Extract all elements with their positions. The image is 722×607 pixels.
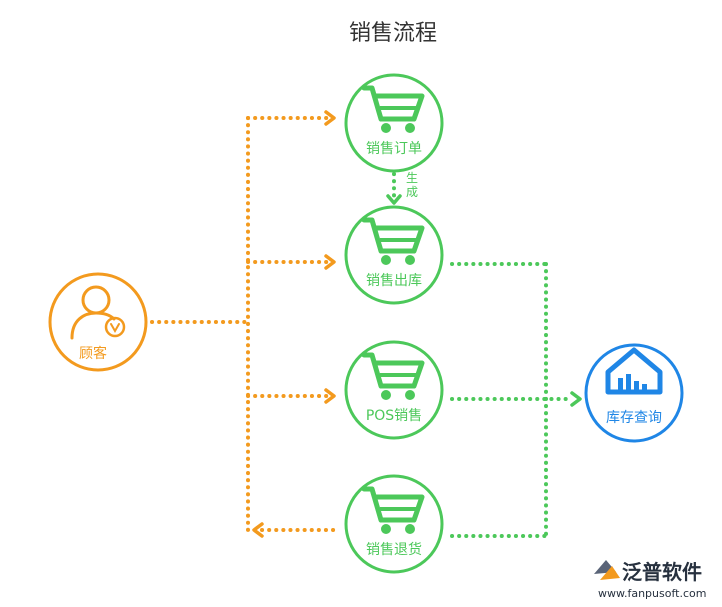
- arrowhead-to-sales-outbound: [386, 194, 402, 205]
- node-inventory-query: 库存查询: [584, 343, 684, 443]
- node-sales-return: 销售退货: [344, 474, 444, 574]
- customer-icon: [70, 285, 126, 340]
- node-pos-sales: POS销售: [344, 340, 444, 440]
- node-label-inventory-query: 库存查询: [606, 410, 662, 426]
- edge-label-generate-1: 生: [406, 171, 418, 185]
- node-customer: 顾客: [48, 272, 148, 372]
- arrowhead-to-inventory: [570, 391, 582, 407]
- brand-logo: 泛普软件 www.fanpusoft.com: [594, 560, 706, 600]
- warehouse-icon: [605, 347, 663, 395]
- orange-arrowheads: [252, 110, 336, 538]
- logo-mark-icon: [594, 560, 620, 580]
- green-arrowheads: [386, 194, 582, 407]
- arrowhead-to-pos-sales: [324, 388, 336, 404]
- node-label-sales-return: 销售退货: [366, 541, 422, 558]
- node-label-customer: 顾客: [79, 345, 107, 362]
- green-connectors: [392, 172, 572, 538]
- arrowhead-to-sales-outbound: [324, 254, 336, 270]
- arrowhead-to-sales-order: [324, 110, 336, 126]
- logo-url: www.fanpusoft.com: [598, 587, 706, 600]
- node-label-sales-order: 销售订单: [366, 141, 422, 157]
- arrowhead-to-customer-branch: [252, 522, 264, 538]
- node-sales-outbound: 销售出库: [344, 205, 444, 305]
- node-label-sales-outbound: 销售出库: [366, 273, 422, 289]
- edge-label-generate-2: 成: [406, 185, 418, 199]
- node-sales-order: 销售订单: [344, 73, 444, 173]
- node-label-pos-sales: POS销售: [366, 408, 422, 424]
- logo-name: 泛普软件: [622, 560, 702, 584]
- diagram-title: 销售流程: [349, 21, 437, 46]
- orange-connectors: [150, 116, 336, 532]
